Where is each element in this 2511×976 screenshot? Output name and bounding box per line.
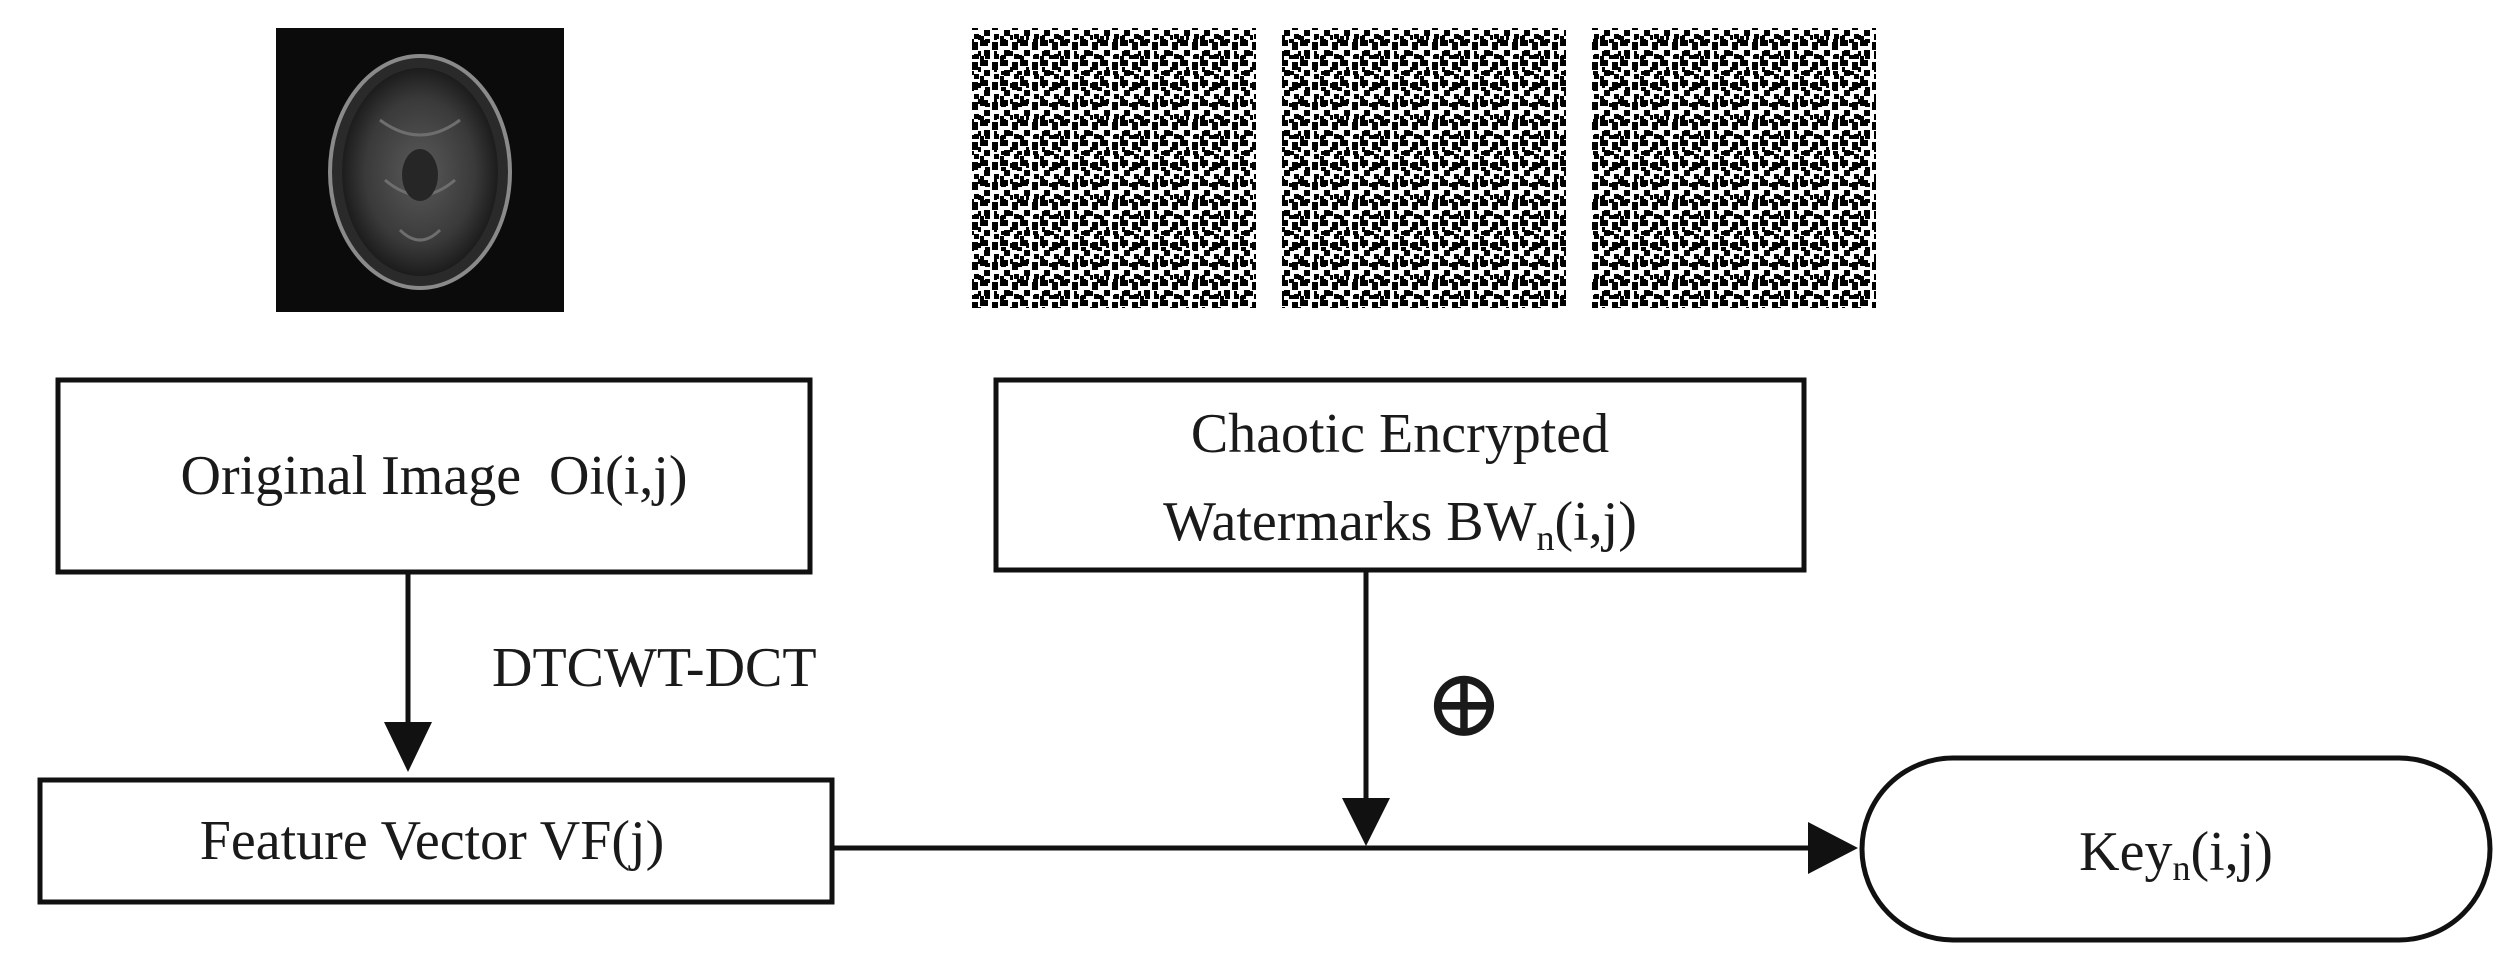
watermarks-label-line1: Chaotic Encrypted (1191, 403, 1609, 465)
watermark-image-2 (1282, 28, 1566, 308)
arrow-feature-to-key (832, 822, 1858, 874)
watermark-images (972, 28, 1876, 308)
xor-symbol: ⊕ (1424, 650, 1504, 757)
watermark-image-3 (1592, 28, 1876, 308)
arrow-image-to-feature (384, 572, 432, 772)
feature-vector-label: Feature Vector VF(j) (200, 810, 665, 872)
watermarks-label-line2: Watermarks BWn(i,j) (1163, 491, 1637, 558)
key-terminal: Keyn(i,j) (1859, 755, 2493, 943)
original-image-box: Original Image Oi(i,j) (55, 377, 813, 575)
transform-label: DTCWT-DCT (492, 637, 817, 699)
key-label: Keyn(i,j) (2079, 821, 2273, 888)
feature-vector-box: Feature Vector VF(j) (37, 777, 835, 905)
watermarks-box: Chaotic Encrypted Watermarks BWn(i,j) (993, 377, 1807, 573)
arrow-watermarks-to-junction (1342, 570, 1390, 846)
watermark-image-1 (972, 28, 1256, 308)
original-image-label: Original Image Oi(i,j) (181, 445, 688, 507)
mri-brain-image (276, 28, 564, 312)
